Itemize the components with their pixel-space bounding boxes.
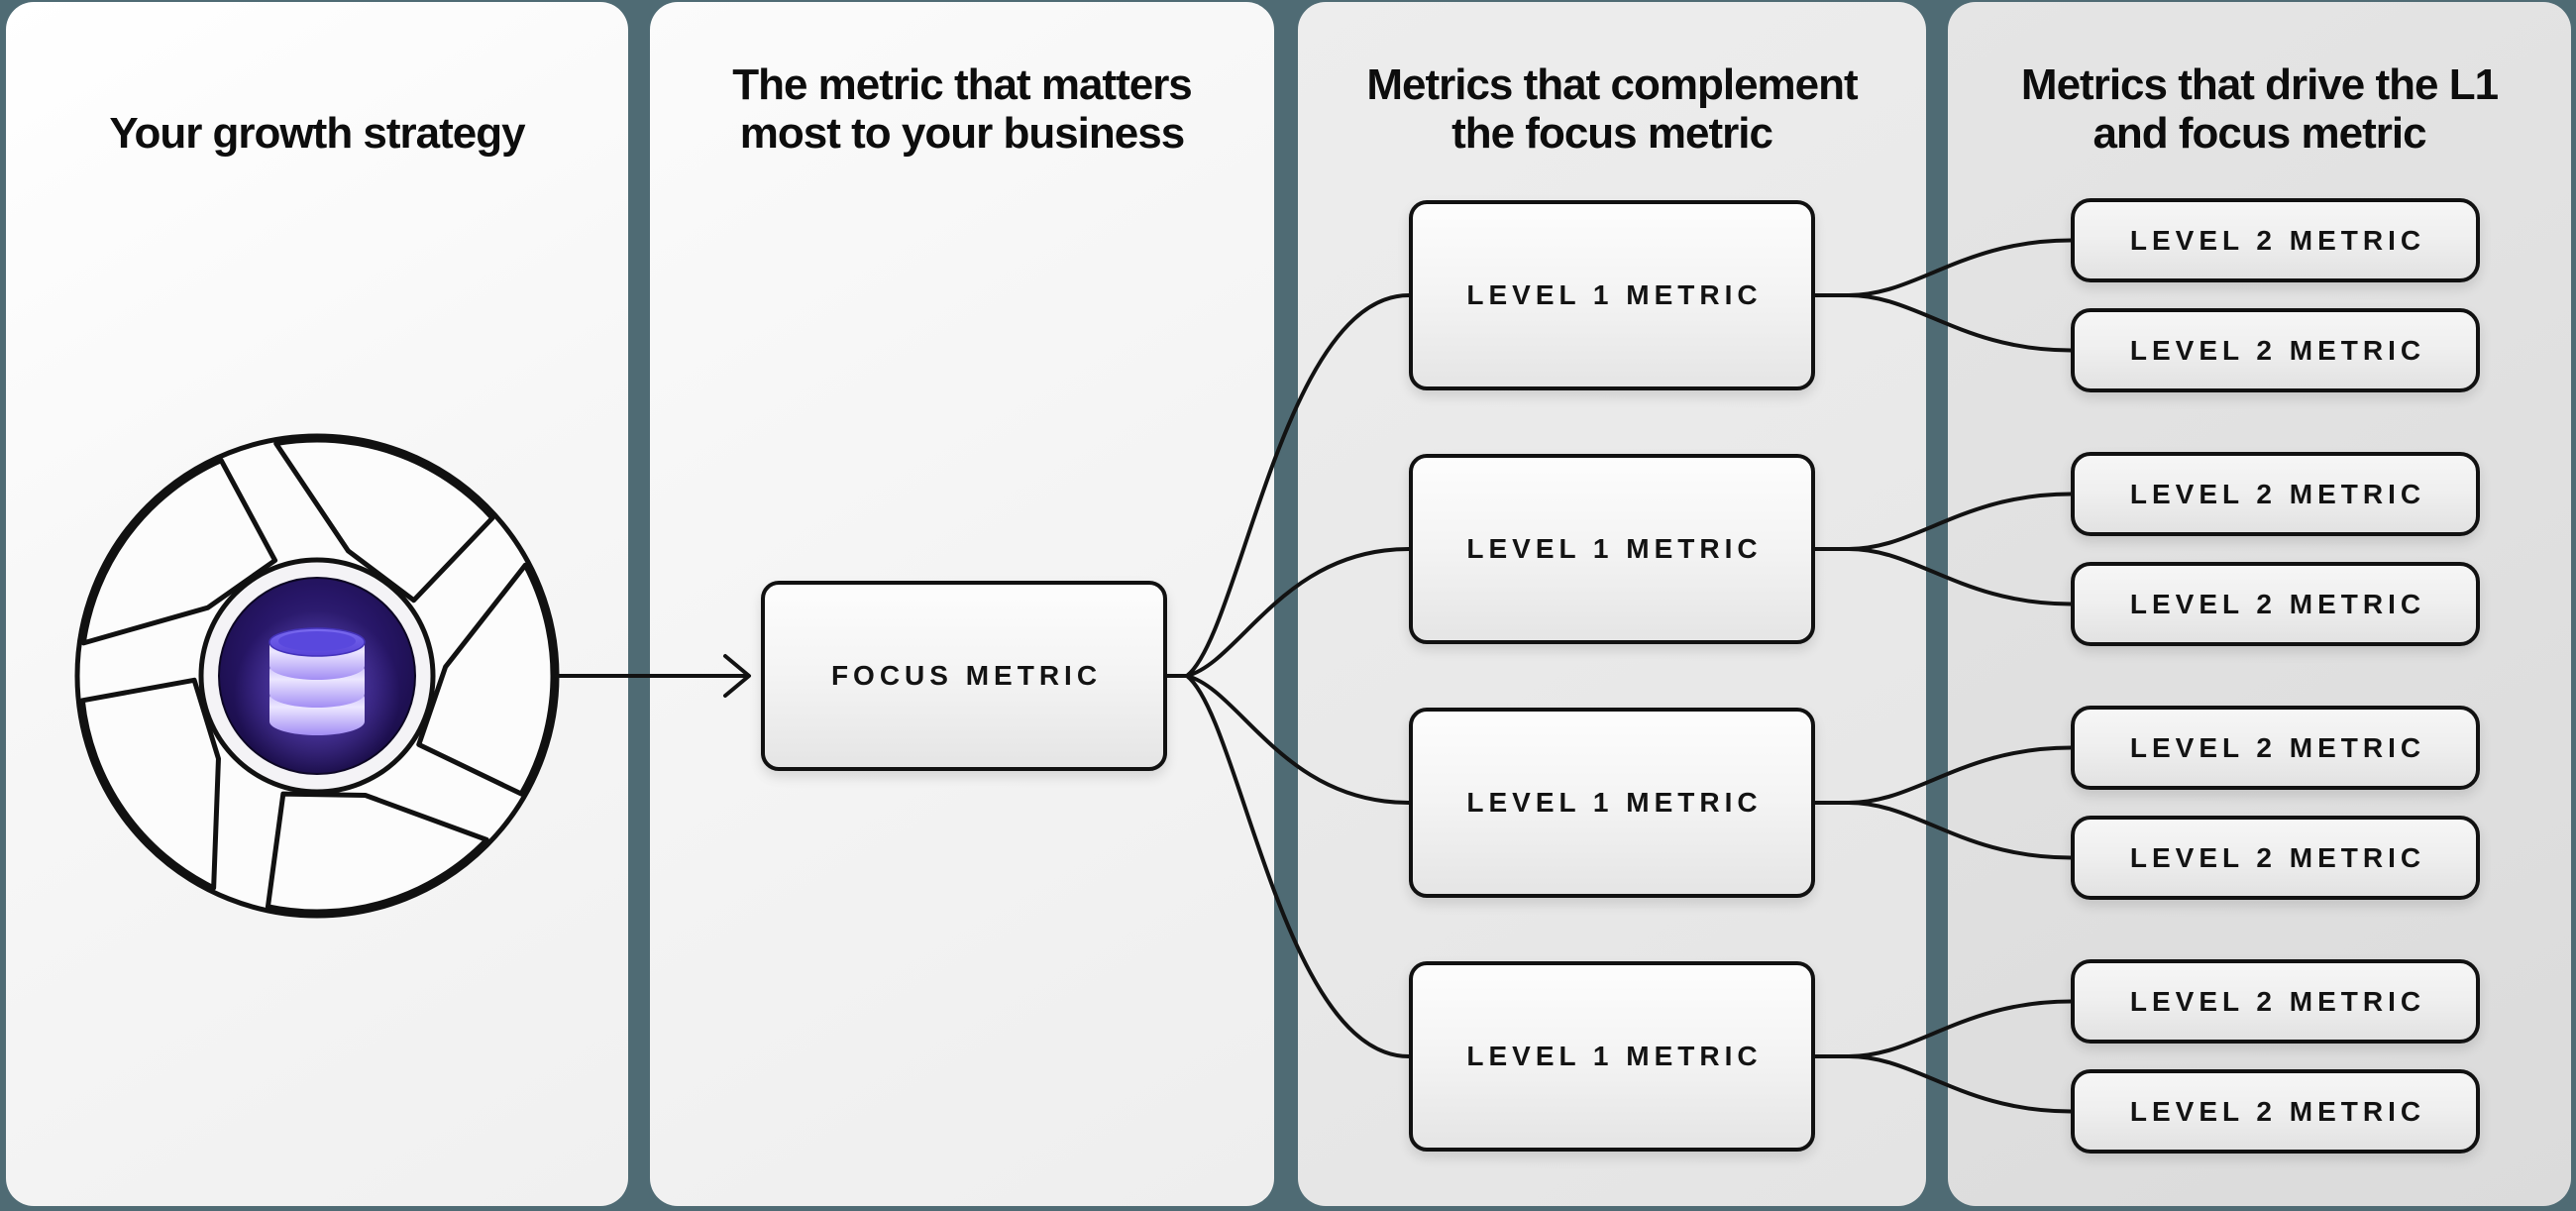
panel-title-level-2-metrics: Metrics that drive the L1 and focus metr… xyxy=(1948,2,2571,158)
focus-to-l1-connectors xyxy=(1165,293,1411,1058)
panel-title-growth-strategy: Your growth strategy xyxy=(6,2,628,158)
level-2-metric-box: LEVEL 2 METRIC xyxy=(2071,308,2480,392)
database-icon xyxy=(234,610,400,777)
panel-focus-metric: The metric that matters most to your bus… xyxy=(650,2,1274,1206)
title-line: Your growth strategy xyxy=(109,109,525,158)
title-line: and focus metric xyxy=(2093,109,2426,158)
title-line: Metrics that drive the L1 xyxy=(2020,60,2499,109)
level-2-metric-box: LEVEL 2 METRIC xyxy=(2071,959,2480,1044)
level-1-metric-box: LEVEL 1 METRIC xyxy=(1409,708,1815,898)
level-2-metric-box: LEVEL 2 METRIC xyxy=(2071,816,2480,900)
level-2-metric-box: LEVEL 2 METRIC xyxy=(2071,1069,2480,1154)
l1-to-l2-connectors xyxy=(1813,238,2073,1114)
title-line: the focus metric xyxy=(1451,109,1773,158)
level-2-metric-box: LEVEL 2 METRIC xyxy=(2071,706,2480,790)
title-line: The metric that matters xyxy=(732,60,1193,109)
level-2-metric-box: LEVEL 2 METRIC xyxy=(2071,452,2480,536)
flywheel-icon xyxy=(74,433,560,919)
panel-title-level-1-metrics: Metrics that complement the focus metric xyxy=(1298,2,1926,158)
title-line: Metrics that complement xyxy=(1366,60,1858,109)
level-2-metric-box: LEVEL 2 METRIC xyxy=(2071,198,2480,282)
level-2-metric-box: LEVEL 2 METRIC xyxy=(2071,562,2480,646)
level-1-metric-box: LEVEL 1 METRIC xyxy=(1409,200,1815,390)
level-1-metric-box: LEVEL 1 METRIC xyxy=(1409,961,1815,1152)
arrow-icon xyxy=(555,654,751,698)
level-1-metric-box: LEVEL 1 METRIC xyxy=(1409,454,1815,644)
focus-metric-box: FOCUS METRIC xyxy=(761,581,1167,771)
panel-title-focus-metric: The metric that matters most to your bus… xyxy=(650,2,1274,158)
title-line: most to your business xyxy=(739,109,1185,158)
